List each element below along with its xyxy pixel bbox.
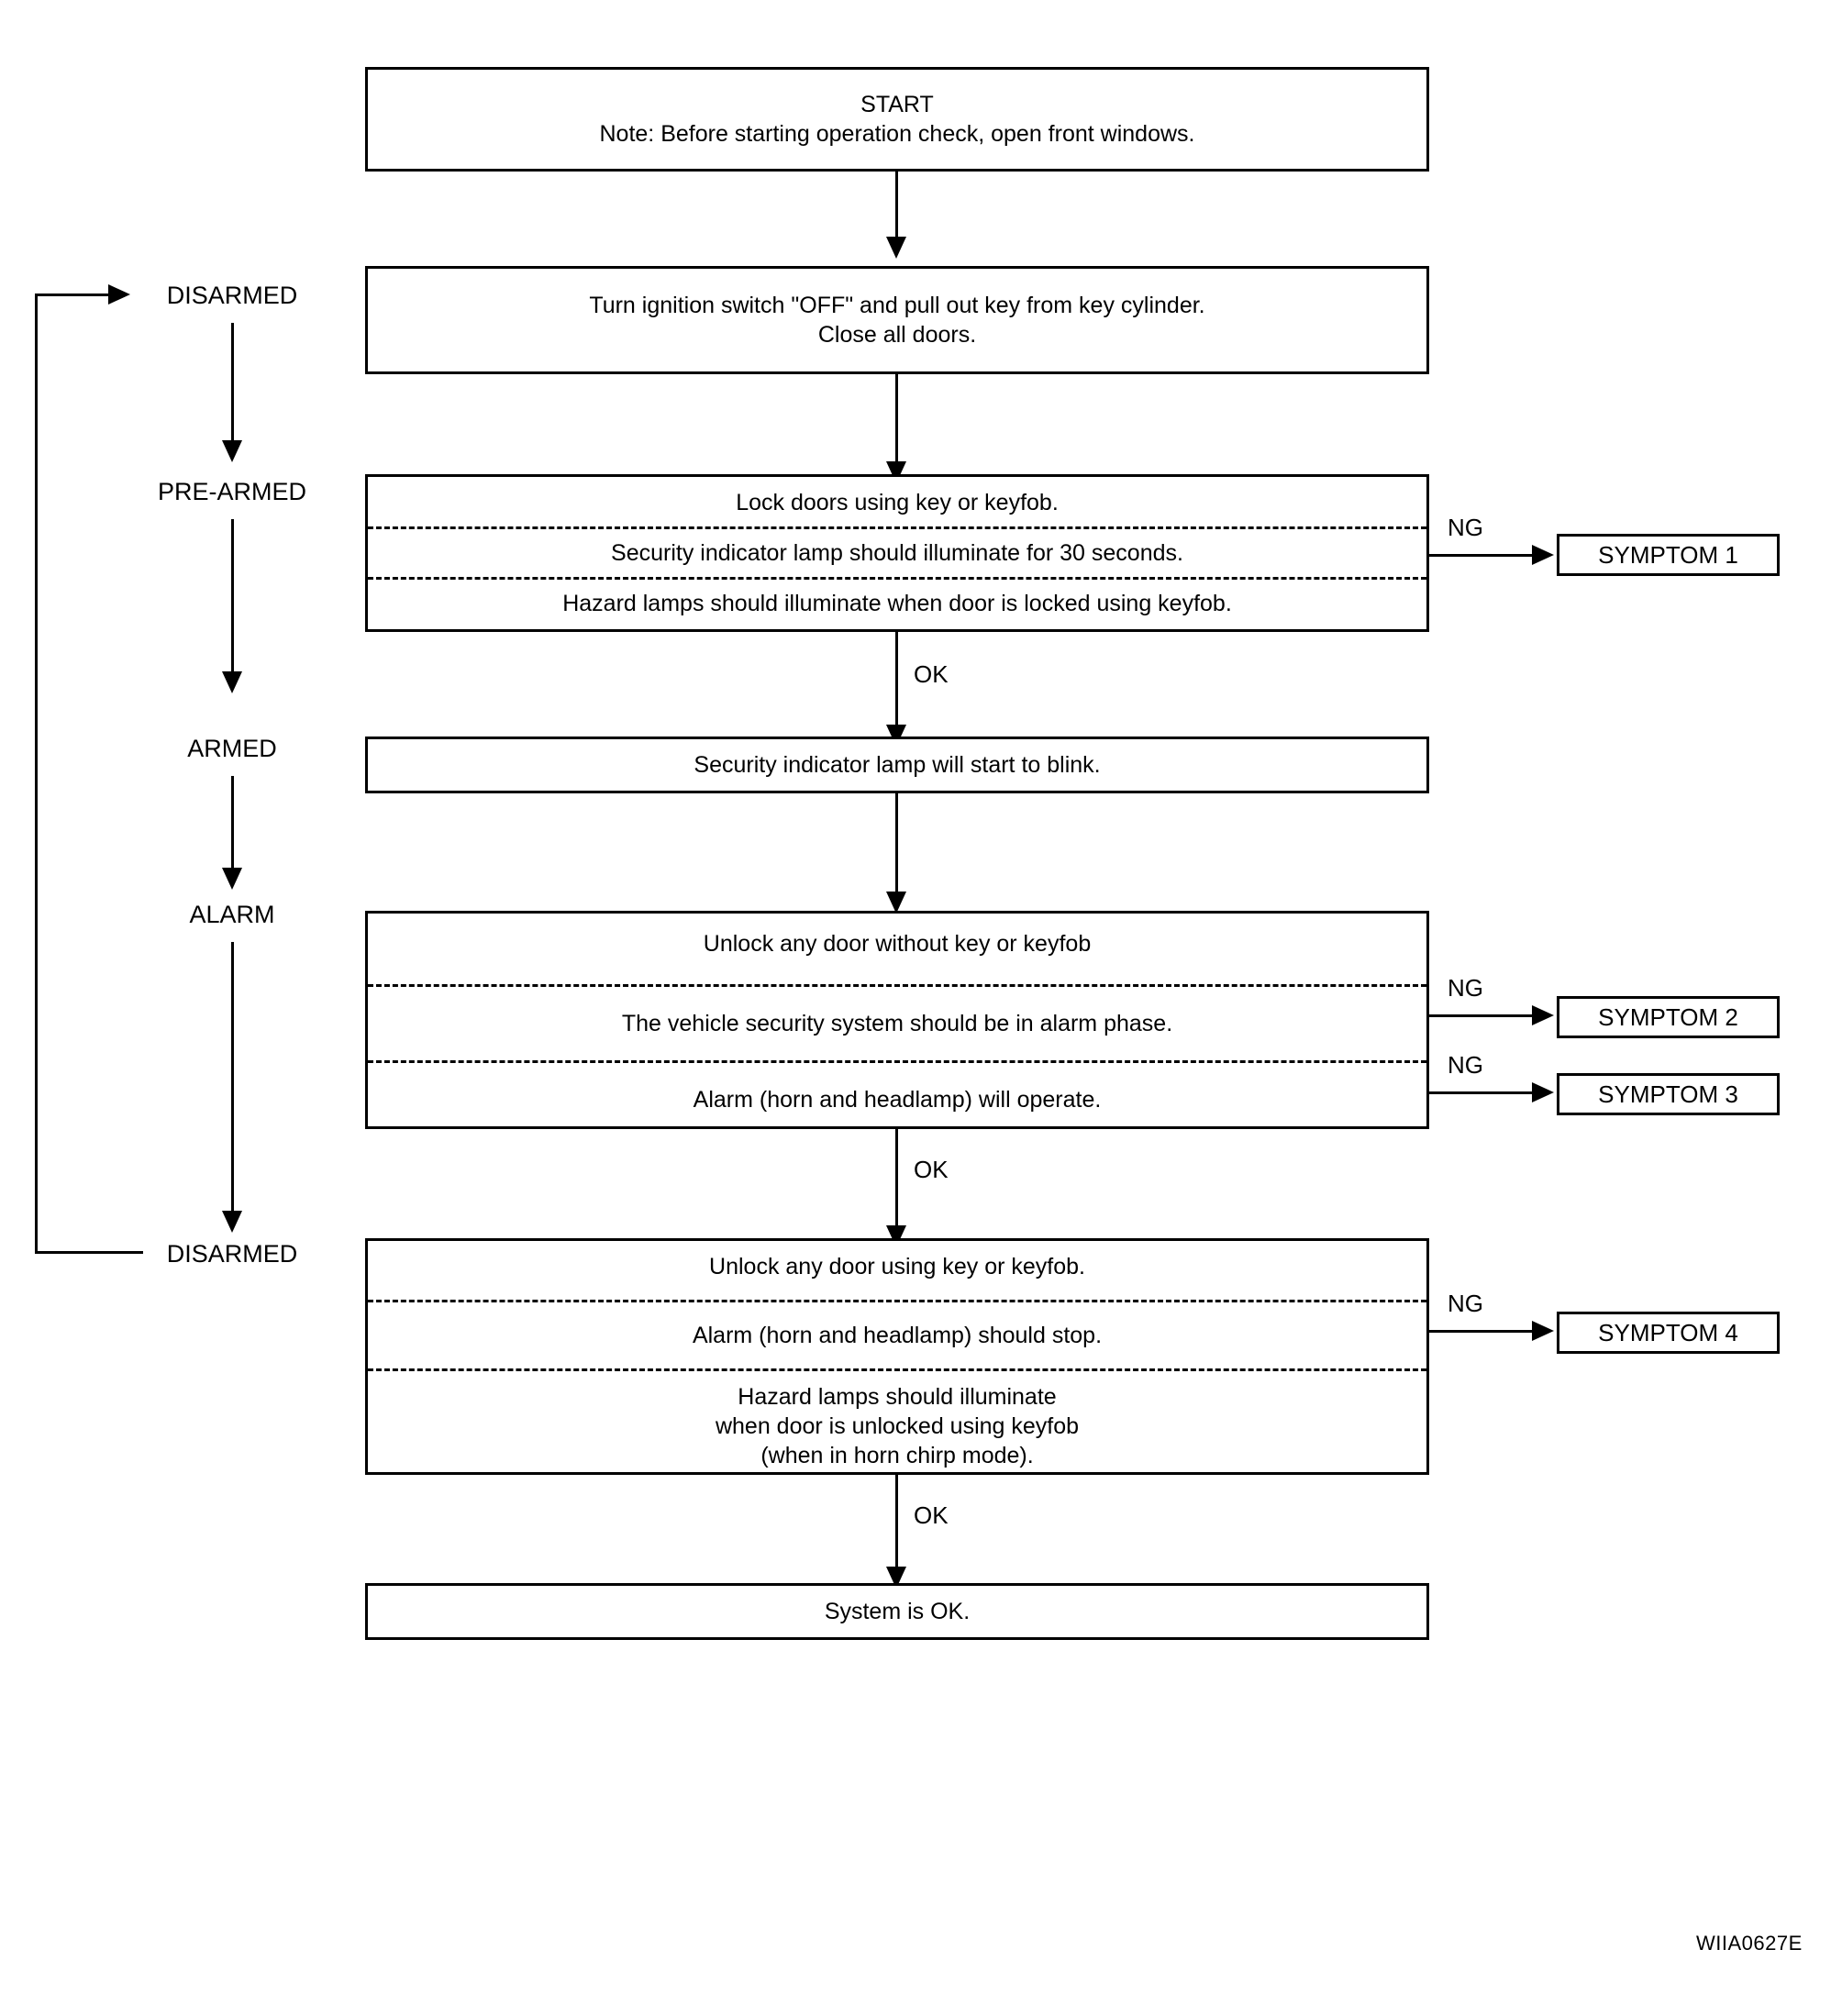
ng-branch-3-line <box>1429 1091 1532 1094</box>
flow-box-start: START Note: Before starting operation ch… <box>365 67 1429 172</box>
ng-branch-4-arrowhead-icon <box>1532 1321 1554 1341</box>
connector-ignition-to-lock <box>895 374 898 472</box>
state-connector-alarm-to-disarmed <box>231 942 234 1226</box>
flow-box-ignition-off-text: Turn ignition switch "OFF" and pull out … <box>589 293 1205 348</box>
ng-branch-3-arrowhead-icon <box>1532 1082 1554 1102</box>
connector-blink-to-unlock-without <box>895 793 898 903</box>
symptom-box-2: SYMPTOM 2 <box>1557 996 1780 1038</box>
symptom-box-1: SYMPTOM 1 <box>1557 534 1780 576</box>
feedback-loop-top-horizontal-line <box>35 294 108 296</box>
ng-label-1: NG <box>1448 514 1483 541</box>
ng-branch-4-line <box>1429 1330 1532 1333</box>
flow-box-indicator-blink-text: Security indicator lamp will start to bl… <box>694 752 1101 778</box>
state-connector-prearmed-to-armed <box>231 519 234 687</box>
ng-label-2: NG <box>1448 974 1483 1002</box>
state-arrow-prearmed-icon <box>222 440 242 462</box>
connector-lock-to-blink <box>895 632 898 736</box>
feedback-loop-vertical-line <box>35 294 38 1254</box>
state-label-armed: ARMED <box>187 735 277 762</box>
state-arrow-armed-icon <box>222 671 242 693</box>
feedback-loop-bottom-horizontal-line <box>35 1251 143 1254</box>
flow-box-unlock-with-key: Unlock any door using key or keyfob. Ala… <box>365 1238 1429 1475</box>
connector-arrow-ignition-icon <box>886 237 906 259</box>
ng-branch-1-line <box>1429 554 1532 557</box>
flow-box-lock-doors-line-2: Security indicator lamp should illuminat… <box>368 526 1426 577</box>
connector-unlock-with-to-system-ok <box>895 1475 898 1578</box>
connector-arrow-unlock-without-icon <box>886 892 906 914</box>
flow-box-unlock-with-key-line-2: Alarm (horn and headlamp) should stop. <box>368 1300 1426 1368</box>
connector-start-to-ignition <box>895 172 898 247</box>
state-arrow-alarm-icon <box>222 868 242 890</box>
flow-box-unlock-with-key-line-3: Hazard lamps should illuminate when door… <box>368 1368 1426 1479</box>
ng-label-3: NG <box>1448 1051 1483 1079</box>
flow-box-indicator-blink: Security indicator lamp will start to bl… <box>365 737 1429 793</box>
state-label-disarmed-bottom: DISARMED <box>166 1240 298 1268</box>
flow-box-unlock-with-key-line-1: Unlock any door using key or keyfob. <box>709 1254 1085 1279</box>
ng-branch-2-line <box>1429 1014 1532 1017</box>
symptom-box-4: SYMPTOM 4 <box>1557 1312 1780 1354</box>
ok-label-2: OK <box>914 1156 949 1183</box>
flow-box-lock-doors-line-3: Hazard lamps should illuminate when door… <box>368 577 1426 627</box>
state-label-alarm: ALARM <box>189 901 275 928</box>
state-connector-armed-to-alarm <box>231 776 234 883</box>
ng-label-4: NG <box>1448 1290 1483 1317</box>
state-arrow-disarmed-icon <box>222 1211 242 1233</box>
flow-box-unlock-without-key-line-3: Alarm (horn and headlamp) will operate. <box>368 1060 1426 1136</box>
figure-code: WIIA0627E <box>1696 1932 1803 1955</box>
flow-box-unlock-without-key: Unlock any door without key or keyfob Th… <box>365 911 1429 1129</box>
flow-box-system-ok-text: System is OK. <box>824 1599 971 1624</box>
state-label-disarmed-top: DISARMED <box>166 282 298 309</box>
ng-branch-1-arrowhead-icon <box>1532 545 1554 565</box>
ok-label-1: OK <box>914 660 949 688</box>
flow-box-unlock-without-key-line-1: Unlock any door without key or keyfob <box>703 931 1092 957</box>
ok-label-3: OK <box>914 1501 949 1529</box>
flow-box-lock-doors: Lock doors using key or keyfob. Security… <box>365 474 1429 632</box>
ng-branch-2-arrowhead-icon <box>1532 1005 1554 1025</box>
feedback-loop-arrowhead-icon <box>108 284 130 305</box>
symptom-box-3: SYMPTOM 3 <box>1557 1073 1780 1115</box>
state-label-pre-armed: PRE-ARMED <box>157 478 307 505</box>
state-connector-disarmed-to-prearmed <box>231 323 234 456</box>
flow-box-start-text: START Note: Before starting operation ch… <box>599 92 1195 147</box>
connector-unlock-without-to-unlock-with <box>895 1129 898 1236</box>
flow-box-ignition-off: Turn ignition switch "OFF" and pull out … <box>365 266 1429 374</box>
flow-box-unlock-without-key-line-2: The vehicle security system should be in… <box>368 984 1426 1060</box>
flow-box-system-ok: System is OK. <box>365 1583 1429 1640</box>
flow-box-lock-doors-line-1: Lock doors using key or keyfob. <box>736 490 1059 515</box>
